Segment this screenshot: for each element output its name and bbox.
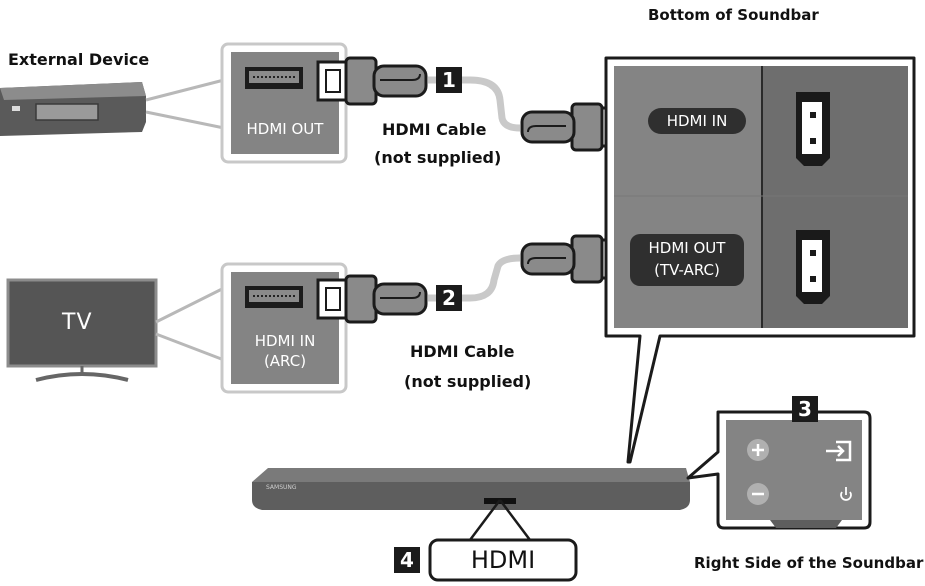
hdmi-cable-2 bbox=[316, 234, 632, 324]
hdmi-indicator-number: 4 bbox=[394, 547, 420, 573]
cable-2-label: HDMI Cable bbox=[410, 342, 515, 361]
external-device-label: External Device bbox=[8, 50, 150, 69]
side-panel-number: 3 bbox=[792, 396, 818, 422]
cable-2-note: (not supplied) bbox=[404, 372, 532, 391]
cable-1-label: HDMI Cable bbox=[382, 120, 487, 139]
tv-illustration bbox=[6, 278, 158, 382]
soundbar-brand-logo: SAMSUNG bbox=[266, 484, 297, 491]
power-icon bbox=[840, 487, 852, 501]
right-side-label: Right Side of the Soundbar bbox=[694, 554, 924, 572]
bottom-of-soundbar-label: Bottom of Soundbar bbox=[648, 6, 819, 24]
soundbar-hdmi-out-pill: HDMI OUT (TV-ARC) bbox=[630, 234, 744, 286]
soundbar-side-panel bbox=[686, 410, 872, 530]
soundbar bbox=[252, 468, 690, 510]
hdmi-indicator-label: HDMI bbox=[470, 546, 536, 574]
input-source-icon bbox=[826, 440, 852, 462]
cable-1-note: (not supplied) bbox=[374, 148, 502, 167]
hdmi-indicator-box bbox=[428, 538, 578, 582]
tv-arc-label: (ARC) bbox=[263, 352, 307, 370]
external-device bbox=[0, 82, 146, 136]
cable-2-number: 2 bbox=[436, 285, 462, 311]
soundbar-hdmi-in-label: HDMI IN bbox=[648, 108, 746, 134]
device-hdmi-out-label: HDMI OUT bbox=[246, 120, 324, 138]
tv-hdmi-in-label: HDMI IN bbox=[254, 332, 316, 350]
cable-1-number: 1 bbox=[436, 67, 462, 93]
soundbar-hdmi-out-label: HDMI OUT bbox=[648, 239, 726, 257]
soundbar-tv-arc-label: (TV-ARC) bbox=[654, 261, 720, 279]
tv-label: TV bbox=[62, 310, 93, 335]
